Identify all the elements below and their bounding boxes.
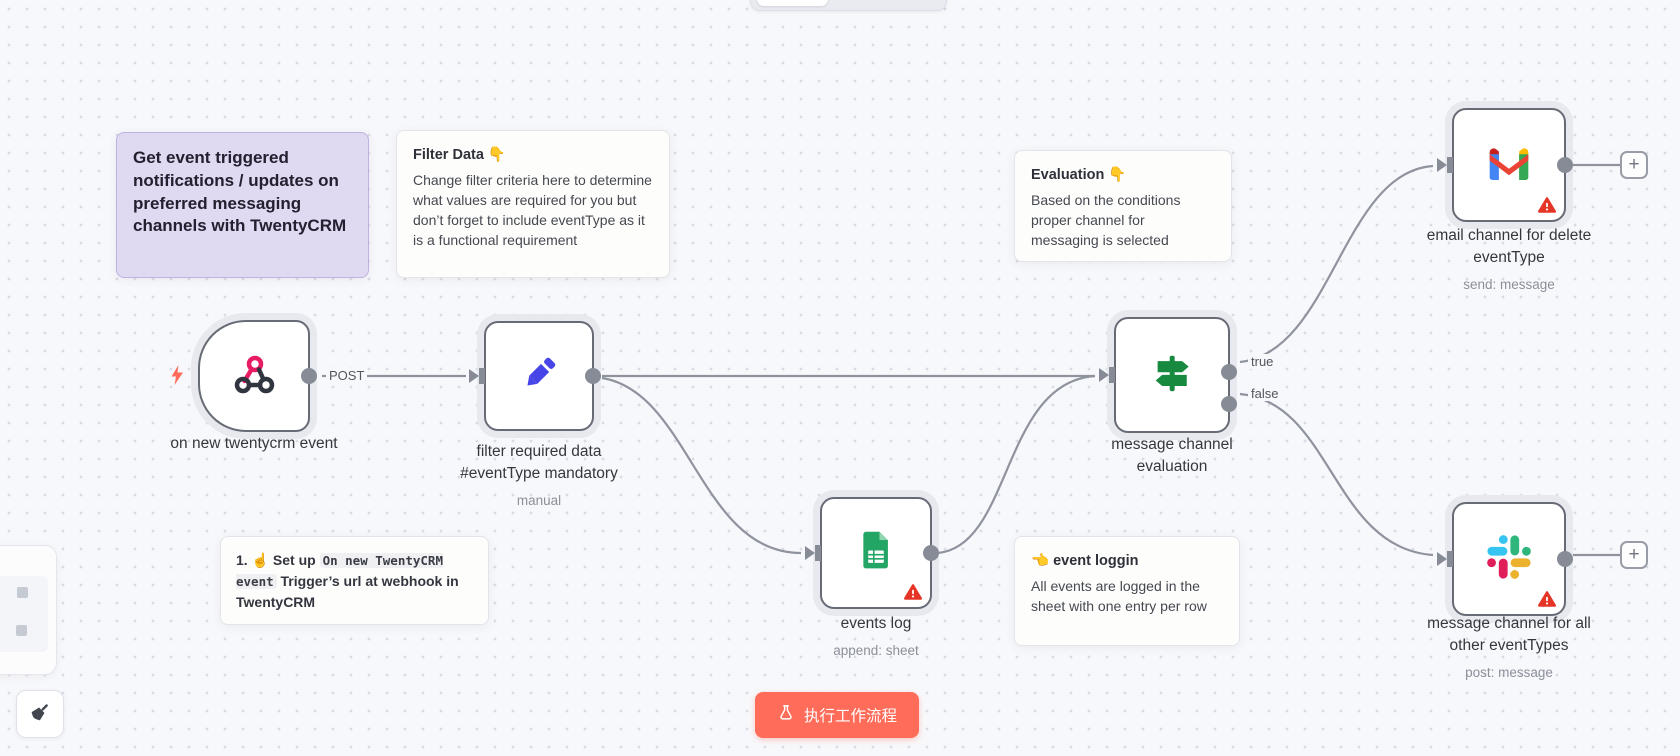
node-label-slack: message channel for all other eventTypes…: [1359, 613, 1659, 682]
node-message-channel-evaluation[interactable]: [1099, 317, 1237, 433]
warning-icon: [1537, 590, 1557, 608]
sheets-output-port[interactable]: [923, 545, 939, 561]
sticky-logging-title: 👈 event loggin: [1031, 553, 1139, 569]
webhook-label-text: on new twentycrm event: [170, 435, 338, 452]
sticky-setup-text: 1. ☝️ Set up On new TwentyCRM event Trig…: [236, 550, 473, 613]
node-email-channel[interactable]: [1437, 108, 1573, 222]
slack-output-port[interactable]: [1557, 551, 1573, 567]
trigger-bolt-icon: [168, 364, 186, 391]
broom-icon: [28, 700, 52, 729]
google-sheets-icon: [854, 529, 898, 578]
sheets-subtitle: append: sheet: [833, 643, 919, 658]
switch-true-output-port[interactable]: [1221, 364, 1237, 380]
slack-input-port[interactable]: [1437, 551, 1453, 567]
add-node-button-gmail[interactable]: +: [1620, 151, 1648, 179]
connection-filter-sheets[interactable]: [601, 376, 802, 555]
tab-evaluations[interactable]: 评估: [894, 0, 940, 6]
gmail-input-port[interactable]: [1437, 157, 1453, 173]
sticky-note-intro[interactable]: Get event triggered notifications / upda…: [116, 132, 369, 278]
view-tabbar: 编辑器 执行 评估: [750, 0, 948, 11]
sticky-logging-body: All events are logged in the sheet with …: [1031, 578, 1207, 615]
slack-icon: [1487, 534, 1531, 584]
warning-icon: [1537, 196, 1557, 214]
sticky-note-event-logging[interactable]: 👈 event loggin All events are logged in …: [1014, 536, 1240, 646]
gmail-icon: [1486, 145, 1532, 185]
node-label-webhook: on new twentycrm event: [104, 433, 404, 455]
node-events-log[interactable]: [805, 497, 939, 609]
gmail-label-line1: email channel for delete: [1426, 227, 1592, 244]
canvas-side-panel[interactable]: [0, 545, 57, 675]
sticky-note-evaluation[interactable]: Evaluation 👇 Based on the conditions pro…: [1014, 150, 1232, 262]
edit-pencil-icon: [516, 351, 562, 402]
filter-label-line2: #eventType mandatory: [460, 465, 618, 482]
node-label-gmail: email channel for delete eventType send:…: [1359, 225, 1659, 294]
switch-input-port[interactable]: [1099, 367, 1115, 383]
panel-block-icon: [17, 587, 28, 598]
setup-suffix: Trigger’s url at webhook in TwentyCRM: [236, 573, 459, 610]
slack-label-line1: message channel for all: [1427, 615, 1591, 632]
webhook-icon: [230, 350, 278, 403]
switch-label-line1: message channel: [1111, 436, 1233, 453]
switch-signpost-icon: [1149, 350, 1195, 401]
tidy-up-button[interactable]: [16, 690, 64, 738]
node-label-filter: filter required data #eventType mandator…: [389, 441, 689, 510]
execute-workflow-button[interactable]: 执行工作流程: [755, 692, 920, 738]
webhook-output-label: POST: [326, 368, 368, 383]
gmail-output-port[interactable]: [1557, 157, 1573, 173]
node-filter-required-data[interactable]: [469, 321, 601, 431]
tab-editor[interactable]: 编辑器: [757, 0, 829, 6]
sticky-evaluation-body: Based on the conditions proper channel f…: [1031, 192, 1181, 249]
connection-sheets-switch[interactable]: [937, 374, 1096, 555]
filter-output-port[interactable]: [585, 368, 601, 384]
gmail-label-line2: eventType: [1473, 249, 1545, 266]
node-label-switch: message channel evaluation: [1022, 434, 1322, 478]
execute-button-label: 执行工作流程: [804, 708, 898, 725]
setup-prefix: 1. ☝️ Set up: [236, 552, 316, 568]
connection-switch-false-slack[interactable]: [1239, 392, 1434, 557]
panel-block-icon: [16, 625, 27, 636]
switch-false-output-port[interactable]: [1221, 396, 1237, 412]
switch-label-line2: evaluation: [1136, 458, 1208, 475]
sticky-note-setup[interactable]: 1. ☝️ Set up On new TwentyCRM event Trig…: [220, 536, 489, 625]
filter-subtitle: manual: [516, 493, 562, 508]
node-slack-channel[interactable]: [1437, 502, 1573, 616]
sticky-filter-body: Change filter criteria here to determine…: [413, 172, 652, 249]
slack-label-line2: other eventTypes: [1449, 637, 1569, 654]
connection-switch-true-gmail[interactable]: [1239, 164, 1434, 364]
tab-executions[interactable]: 执行: [838, 0, 884, 6]
sticky-note-filter-data[interactable]: Filter Data 👇 Change filter criteria her…: [396, 130, 670, 278]
switch-true-label: true: [1248, 354, 1277, 369]
webhook-output-port[interactable]: [301, 368, 317, 384]
node-webhook-trigger[interactable]: [198, 320, 317, 432]
sheets-input-port[interactable]: [805, 545, 821, 561]
sticky-evaluation-title: Evaluation 👇: [1031, 167, 1127, 183]
slack-subtitle: post: message: [1465, 665, 1553, 680]
gmail-subtitle: send: message: [1463, 277, 1555, 292]
switch-false-label: false: [1248, 386, 1282, 401]
add-node-button-slack[interactable]: +: [1620, 541, 1648, 569]
sheets-label-text: events log: [840, 615, 912, 632]
filter-label-line1: filter required data: [476, 443, 602, 460]
flask-icon: [777, 704, 795, 727]
side-panel-content: [0, 576, 48, 652]
sticky-filter-title: Filter Data 👇: [413, 147, 506, 163]
node-label-sheets: events log append: sheet: [726, 613, 1026, 660]
warning-icon: [903, 583, 923, 601]
sticky-intro-title: Get event triggered notifications / upda…: [133, 148, 347, 236]
filter-input-port[interactable]: [469, 368, 485, 384]
